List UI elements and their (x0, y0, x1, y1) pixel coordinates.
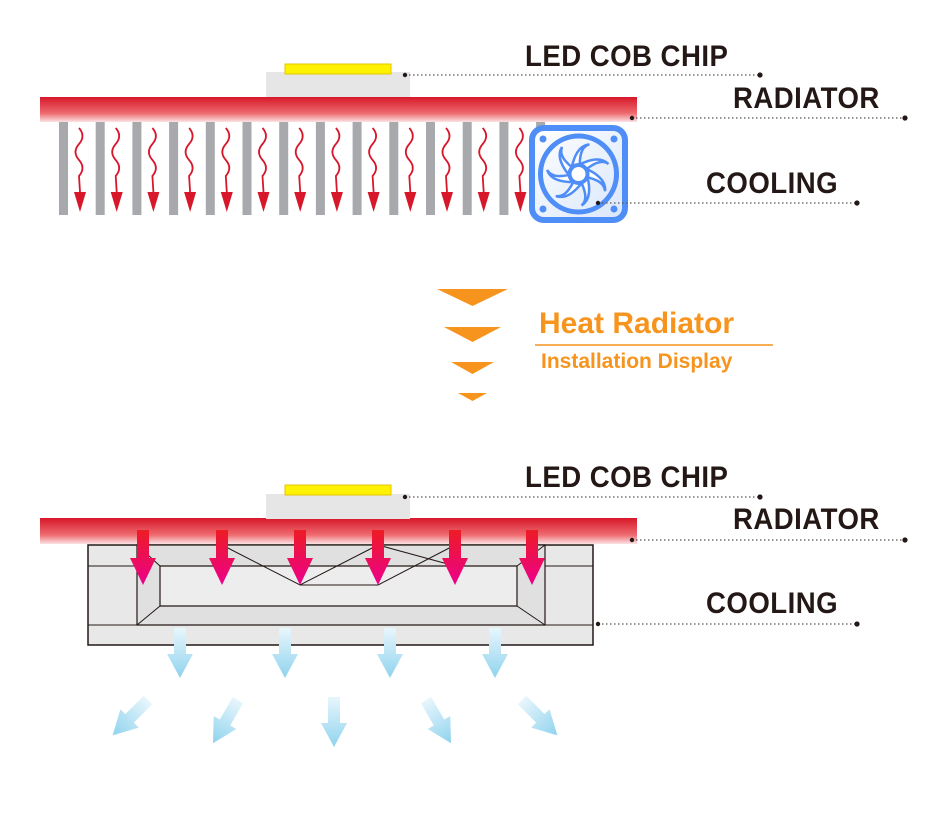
cool-air-arrows (112, 628, 558, 747)
cool-air-arrow (482, 628, 508, 678)
heat-arrow-head (441, 192, 453, 212)
heat-arrow-head (330, 192, 343, 212)
heat-wave-arrow (404, 127, 414, 193)
top-radiator-label: RADIATOR (733, 82, 880, 115)
heat-radiator-title: Heat Radiator (539, 307, 735, 340)
heat-wave-arrow (331, 127, 341, 193)
heat-wave-arrow (294, 127, 304, 193)
led-cob-chip (284, 63, 392, 75)
heat-wave-arrow (441, 127, 451, 193)
heat-arrow-head (220, 192, 233, 212)
fin (462, 122, 472, 215)
cool-air-arrow (377, 628, 403, 678)
heat-wave-arrow (515, 127, 524, 193)
heat-arrow-head (74, 192, 86, 212)
fin (499, 122, 509, 215)
led-cob-chip (284, 484, 392, 496)
fin (279, 122, 289, 215)
heat-arrow-head (147, 192, 160, 212)
heat-wave-arrow (478, 127, 488, 193)
heat-down-arrow (130, 530, 156, 585)
heat-wave-arrow (148, 127, 157, 193)
heat-arrow-head (184, 192, 197, 212)
radiator-plate (40, 518, 637, 544)
fin (426, 122, 435, 215)
heat-arrow-head (477, 192, 490, 212)
heat-arrow-head (367, 192, 380, 212)
fin (242, 122, 252, 215)
cool-air-arrow (213, 697, 244, 744)
installation-display-subtitle: Installation Display (541, 350, 733, 373)
heat-wave-arrow (258, 127, 267, 193)
heat-down-arrow (519, 530, 545, 585)
heat-wave-arrow (368, 127, 377, 193)
cool-air-arrow (321, 697, 347, 747)
cool-air-arrow (517, 695, 558, 736)
heat-wave-arrow (184, 127, 194, 193)
fin (352, 122, 362, 215)
bottom-led-cob-chip-label: LED COB CHIP (525, 461, 729, 494)
heat-wave-arrow (221, 127, 231, 193)
top-cooling-label: COOLING (706, 167, 839, 200)
cool-air-arrow (420, 697, 451, 744)
cool-air-arrow (112, 695, 153, 736)
top-heat-sink (40, 63, 908, 223)
heat-down-arrow (365, 530, 391, 585)
top-led-cob-chip-label: LED COB CHIP (525, 40, 729, 73)
bottom-cooling-label: COOLING (706, 587, 839, 620)
cooling-fan-icon (529, 125, 628, 223)
chip-base (266, 494, 410, 519)
cool-air-arrow (167, 628, 193, 678)
heat-down-arrow (209, 530, 235, 585)
heat-arrow-head (257, 192, 270, 212)
leader-lines (402, 494, 908, 627)
cool-air-arrow (272, 628, 298, 678)
bottom-heat-sink (40, 484, 908, 747)
heat-arrow-head (514, 192, 527, 212)
heat-wave-arrow (111, 127, 121, 193)
heat-arrow-head (404, 192, 417, 212)
leader-lines (402, 72, 908, 206)
fin (95, 122, 105, 215)
heat-arrow-head (110, 192, 123, 212)
fin (59, 122, 68, 215)
heat-arrow-head (294, 192, 307, 212)
fin (205, 122, 215, 215)
heat-flow-arrows (74, 127, 527, 212)
heat-down-arrow (442, 530, 468, 585)
fin (132, 122, 142, 215)
fin (389, 122, 399, 215)
fin (315, 122, 325, 215)
heat-wave-arrow (74, 127, 84, 193)
chevron-down-icon (437, 289, 508, 401)
radiator-plate (40, 97, 637, 122)
bottom-radiator-label: RADIATOR (733, 503, 880, 536)
heat-down-arrows (130, 530, 545, 585)
fin (169, 122, 179, 215)
heat-down-arrow (287, 530, 313, 585)
chip-base (266, 72, 410, 97)
